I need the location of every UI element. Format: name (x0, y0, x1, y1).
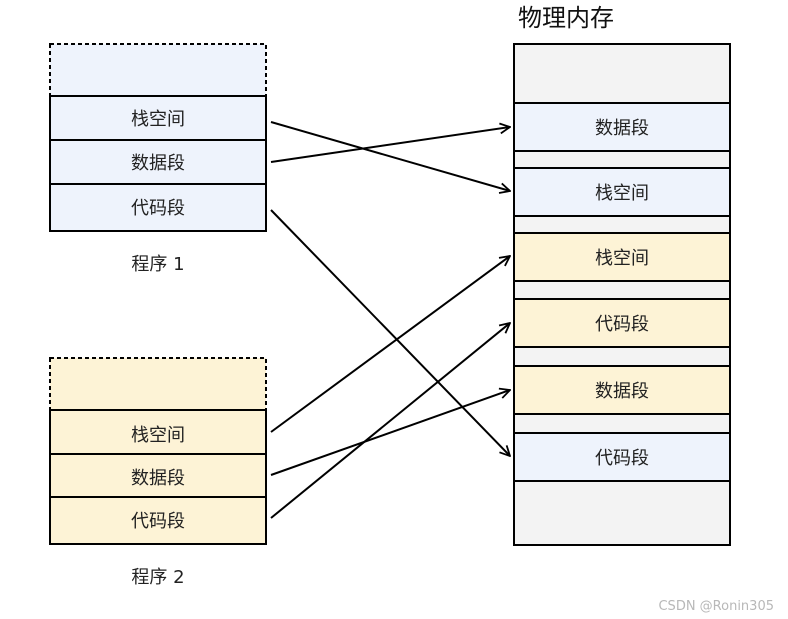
program1-code-segment (49, 183, 267, 232)
program2-block: 栈空间 数据段 代码段 程序 2 (49, 357, 267, 588)
memory-block-1 (513, 102, 731, 152)
program1-stack-segment (49, 95, 267, 141)
memory-block-5-label: 数据段 (595, 381, 649, 402)
program1-free-space (49, 43, 267, 97)
program2-stack-segment (49, 409, 267, 455)
program2-caption: 程序 2 (131, 567, 184, 588)
physical-memory-title: 物理内存 (518, 4, 614, 32)
memory-block-1-label: 数据段 (595, 118, 649, 139)
arrow-program1-code-to-memory (270, 209, 510, 456)
program1-data-label: 数据段 (131, 153, 185, 174)
mapping-arrows (270, 121, 510, 519)
program2-code-segment (49, 496, 267, 545)
program2-free-space (49, 357, 267, 411)
memory-block-3-label: 栈空间 (595, 248, 649, 269)
program1-code-label: 代码段 (131, 198, 185, 219)
arrow-program2-data-to-memory (270, 390, 510, 476)
program2-stack-label: 栈空间 (131, 425, 185, 446)
memory-block-6 (513, 432, 731, 482)
program1-stack-label: 栈空间 (131, 109, 185, 130)
arrow-program2-code-to-memory (270, 323, 510, 519)
memory-block-4 (513, 298, 731, 348)
program1-caption: 程序 1 (131, 254, 184, 275)
memory-block-4-label: 代码段 (595, 314, 649, 335)
memory-block-2-label: 栈空间 (595, 183, 649, 204)
program2-code-label: 代码段 (131, 511, 185, 532)
memory-block-3 (513, 232, 731, 282)
arrow-program1-stack-to-memory (270, 121, 510, 191)
memory-block-6-label: 代码段 (595, 448, 649, 469)
watermark: CSDN @Ronin305 (658, 599, 774, 614)
program2-data-label: 数据段 (131, 468, 185, 489)
memory-block-2 (513, 167, 731, 217)
arrow-program2-stack-to-memory (270, 256, 510, 433)
physical-memory: 物理内存 数据段 栈空间 栈空间 代码段 数据段 代码段 (513, 4, 731, 546)
program1-data-segment (49, 139, 267, 185)
arrow-program1-data-to-memory (270, 127, 510, 163)
program1-block: 栈空间 数据段 代码段 程序 1 (49, 43, 267, 275)
memory-block-5 (513, 365, 731, 415)
